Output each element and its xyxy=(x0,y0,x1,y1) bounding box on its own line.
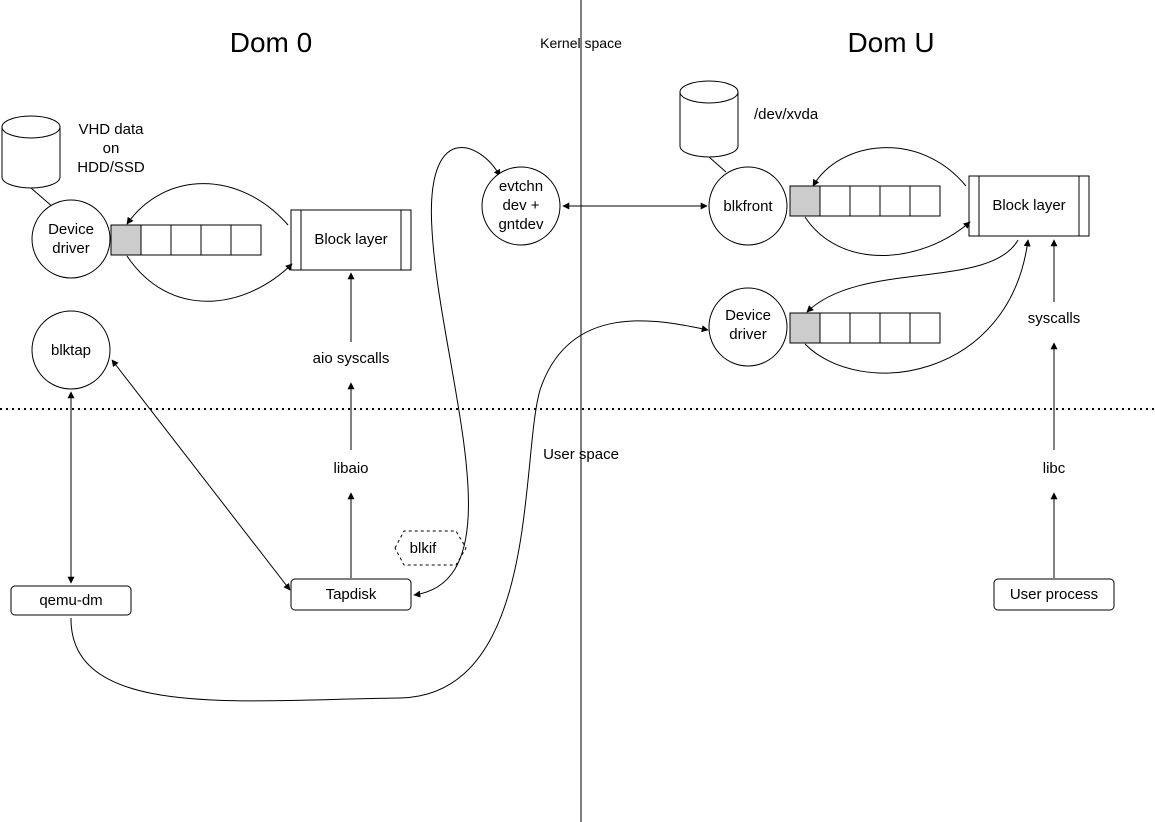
dom0-device-driver-node xyxy=(31,199,111,279)
vhd-label-line3: HDD/SSD xyxy=(77,159,145,176)
domu-driver-request-queue xyxy=(789,312,941,344)
libc-label: libc xyxy=(1043,460,1066,477)
vhd-label-line1: VHD data xyxy=(78,121,144,138)
syscalls-label: syscalls xyxy=(1028,310,1081,327)
dom0-block-layer-label: Block layer xyxy=(314,231,387,248)
dom0-title: Dom 0 xyxy=(230,27,312,58)
domu-block-layer-label: Block layer xyxy=(992,197,1065,214)
tapdisk-label: Tapdisk xyxy=(326,586,377,603)
evtchn-label-line3: gntdev xyxy=(498,216,544,233)
qemu-dm-label: qemu-dm xyxy=(39,592,102,609)
domu-device-driver-node xyxy=(708,287,788,367)
dom0-device-driver-label-line2: driver xyxy=(52,240,90,257)
qemu-dm-node xyxy=(10,585,132,616)
kernel-space-label: Kernel space xyxy=(540,35,622,51)
blktap-node xyxy=(31,310,111,390)
domu-device-driver-label-line2: driver xyxy=(729,326,767,343)
blkfront-label: blkfront xyxy=(723,198,773,215)
dev-xvda-label: /dev/xvda xyxy=(754,106,819,123)
dom0-block-layer-node xyxy=(290,209,412,271)
domu-block-layer-node xyxy=(968,175,1090,237)
user-space-label: User space xyxy=(543,446,619,463)
dom0-request-queue xyxy=(110,224,262,256)
domu-device-driver-label-line1: Device xyxy=(725,307,771,324)
tapdisk-node xyxy=(290,578,412,611)
xvda-disk-icon xyxy=(679,80,739,158)
evtchn-gntdev-node xyxy=(481,166,561,246)
domu-title: Dom U xyxy=(847,27,934,58)
blkif-label: blkif xyxy=(410,540,438,557)
blktap-label: blktap xyxy=(51,342,91,359)
vhd-label-line2: on xyxy=(103,140,120,157)
libaio-label: libaio xyxy=(333,460,368,477)
user-process-label: User process xyxy=(1010,586,1098,603)
user-process-node xyxy=(993,578,1115,611)
aio-syscalls-label: aio syscalls xyxy=(313,350,390,367)
evtchn-label-line1: evtchn xyxy=(499,178,543,195)
blkfront-request-queue xyxy=(789,185,941,217)
vhd-disk-icon xyxy=(1,115,61,189)
dom0-device-driver-label-line1: Device xyxy=(48,221,94,238)
blkfront-node xyxy=(708,166,788,246)
evtchn-label-line2: dev + xyxy=(502,197,539,214)
